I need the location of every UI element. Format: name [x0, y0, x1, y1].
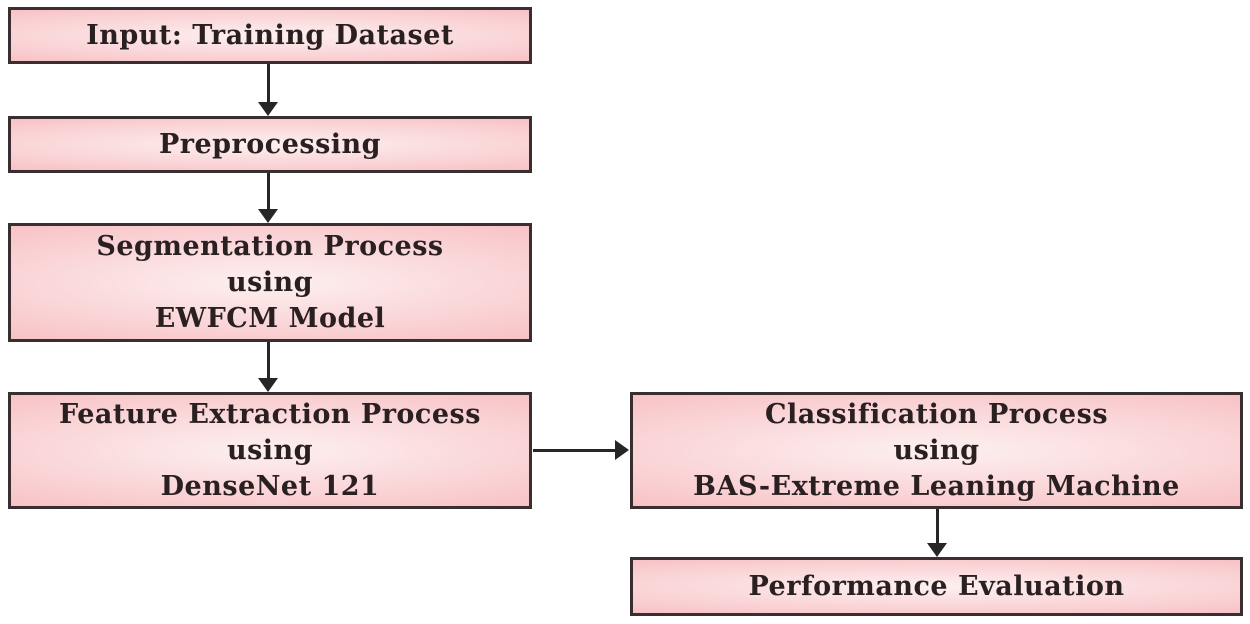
node-label-line1: Segmentation Process — [96, 230, 444, 262]
node-input-training-dataset: Input: Training Dataset — [8, 7, 532, 64]
node-label: Preprocessing — [158, 128, 382, 160]
node-feature-extraction: Feature Extraction Process using DenseNe… — [8, 392, 532, 509]
arrowhead-down-icon — [927, 543, 947, 557]
node-label: Performance Evaluation — [748, 570, 1125, 602]
arrow-input-to-preprocessing — [258, 64, 278, 116]
node-label-line3: DenseNet 121 — [160, 470, 380, 502]
node-label-line3: EWFCM Model — [154, 302, 386, 334]
arrow-shaft — [266, 342, 270, 383]
node-classification: Classification Process using BAS-Extreme… — [630, 392, 1243, 509]
arrow-shaft — [935, 509, 939, 548]
arrowhead-right-icon — [615, 440, 629, 460]
node-preprocessing: Preprocessing — [8, 116, 532, 173]
node-performance-evaluation: Performance Evaluation — [630, 557, 1243, 616]
arrow-segmentation-to-feature-extraction — [258, 342, 278, 392]
node-label: Input: Training Dataset — [86, 19, 454, 51]
node-label-line2: using — [893, 434, 980, 466]
node-label-line2: using — [226, 266, 314, 298]
node-label-line1: Feature Extraction Process — [59, 398, 481, 430]
arrow-shaft — [266, 173, 270, 214]
arrow-feature-extraction-to-classification — [533, 440, 629, 460]
arrow-shaft — [266, 64, 270, 107]
arrow-classification-to-performance-evaluation — [927, 509, 947, 557]
node-label-line3: BAS-Extreme Leaning Machine — [693, 470, 1180, 502]
node-label-line1: Classification Process — [764, 398, 1109, 430]
arrowhead-down-icon — [258, 209, 278, 223]
arrow-shaft — [533, 448, 620, 452]
node-segmentation: Segmentation Process using EWFCM Model — [8, 223, 532, 342]
arrow-preprocessing-to-segmentation — [258, 173, 278, 223]
arrowhead-down-icon — [258, 102, 278, 116]
arrowhead-down-icon — [258, 378, 278, 392]
node-label-line2: using — [226, 434, 314, 466]
